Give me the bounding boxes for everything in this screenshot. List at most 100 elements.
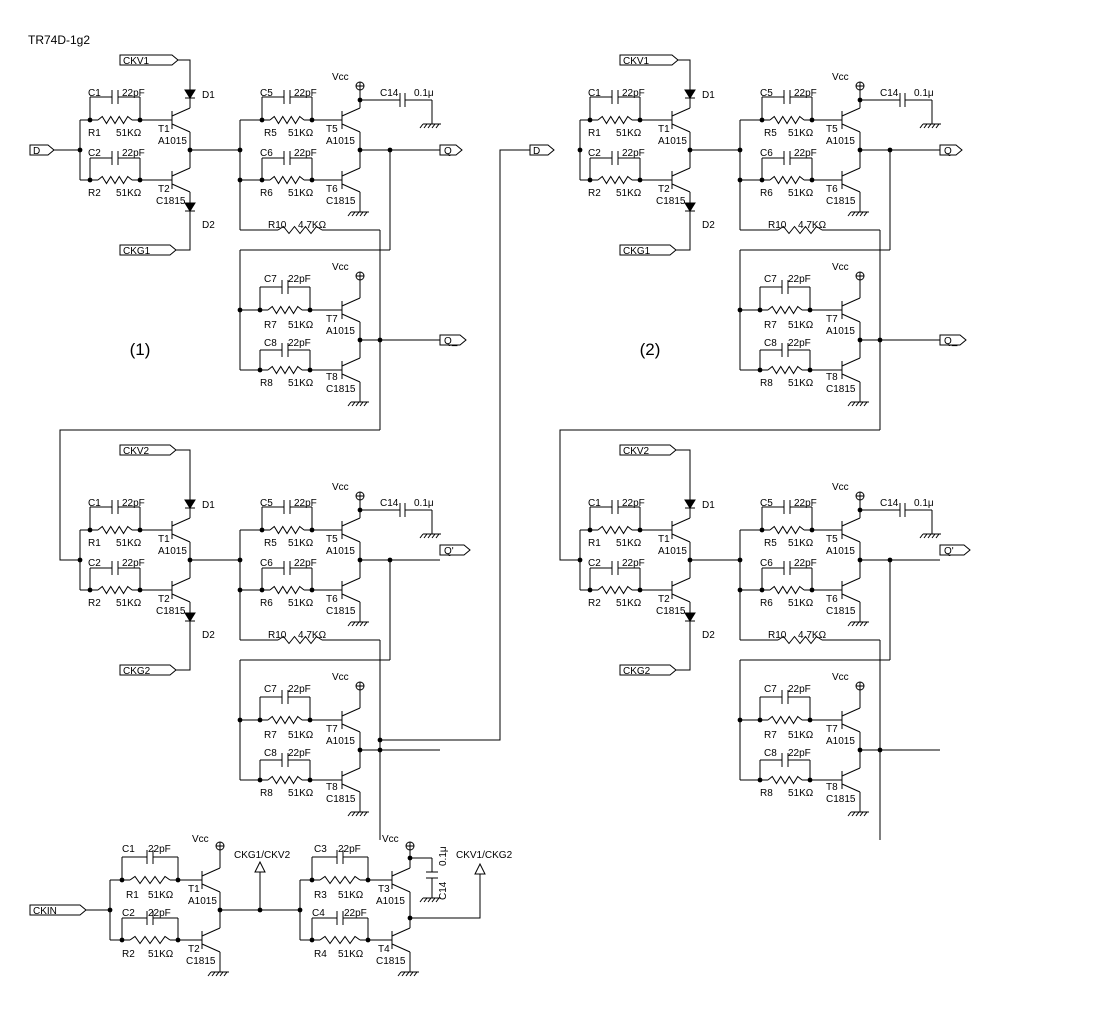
component-label: 51KΩ	[338, 949, 364, 960]
ckv2-port-1-label: CKV2	[123, 446, 150, 457]
component-label: Vcc	[832, 72, 849, 83]
q-prime-output-port-1	[439, 544, 471, 556]
transistor-symbol	[391, 883, 411, 893]
component-label: R8	[760, 378, 773, 389]
ckv1-port-2-label: CKV1	[623, 56, 650, 67]
component-label: 22pF	[294, 498, 317, 509]
resistor-symbol	[597, 115, 633, 125]
ground-symbol	[851, 811, 856, 817]
transistor-symbol	[671, 123, 691, 133]
transistor-symbol	[171, 577, 191, 587]
component-label: C8	[764, 748, 777, 759]
ground-symbol	[405, 971, 410, 977]
resistor-symbol	[319, 875, 361, 885]
ckg1-port-2-label: CKG1	[623, 246, 651, 257]
junction-dot	[759, 527, 765, 533]
component-label: A1015	[326, 736, 355, 747]
transistor-symbol	[171, 533, 191, 543]
resistor-symbol	[769, 175, 805, 185]
transistor-symbol	[671, 593, 691, 603]
component-label: 51KΩ	[148, 890, 174, 901]
ground-symbol	[207, 971, 212, 977]
transistor-symbol	[841, 183, 861, 193]
transistor-symbol	[341, 707, 361, 717]
component-label: C6	[760, 148, 773, 159]
transistor-symbol	[841, 723, 861, 733]
ground-symbol	[919, 123, 924, 129]
component-label: T2	[658, 184, 670, 195]
ground-symbol	[851, 211, 856, 217]
junction-dot	[759, 177, 765, 183]
component-label: 51KΩ	[288, 788, 314, 799]
ckg2-port-2	[619, 664, 677, 676]
transistor-symbol	[341, 313, 361, 323]
transistor-symbol	[841, 767, 861, 777]
ground-symbol	[347, 621, 352, 627]
component-label: C1815	[326, 196, 356, 207]
component-label: C1815	[826, 606, 856, 617]
component-label: C6	[760, 558, 773, 569]
transistor-symbol	[341, 767, 361, 777]
component-label: C8	[264, 338, 277, 349]
resistor-symbol	[767, 715, 803, 725]
junction-dot	[587, 527, 593, 533]
wire	[59, 429, 380, 561]
component-label: R10	[768, 220, 787, 231]
junction-dot	[587, 117, 593, 123]
q-prime-output-port-1-label: Q'	[444, 546, 454, 557]
ground-symbol	[931, 533, 936, 539]
component-label: C1815	[326, 606, 356, 617]
ground-symbol	[363, 401, 368, 407]
component-label: R2	[122, 949, 135, 960]
component-label: Vcc	[332, 482, 349, 493]
component-label: R10	[268, 220, 287, 231]
component-label: R8	[260, 788, 273, 799]
junction-dot	[297, 907, 303, 913]
component-label: C7	[264, 684, 277, 695]
ground-symbol	[863, 621, 868, 627]
component-label: D2	[202, 220, 215, 231]
component-label: D1	[702, 500, 715, 511]
component-label: 22pF	[122, 88, 145, 99]
transistor-symbol	[171, 183, 191, 193]
ground-symbol	[931, 123, 936, 129]
component-label: 51KΩ	[616, 128, 642, 139]
transistor-symbol	[341, 107, 361, 117]
ground-symbol	[435, 897, 440, 903]
component-label: 22pF	[294, 88, 317, 99]
circuit-2-label: (2)	[640, 340, 661, 359]
ground-symbol	[923, 533, 928, 539]
component-label: 51KΩ	[788, 730, 814, 741]
junction-dot	[259, 117, 265, 123]
ground-symbol	[427, 123, 432, 129]
component-label: R7	[764, 320, 777, 331]
transistor-symbol	[841, 107, 861, 117]
component-label: C1815	[656, 606, 686, 617]
component-label: C6	[260, 148, 273, 159]
component-label: A1015	[326, 136, 355, 147]
ground-symbol	[351, 811, 356, 817]
component-label: A1015	[826, 326, 855, 337]
ground-symbol	[351, 621, 356, 627]
component-label: 0.1μ	[414, 88, 434, 99]
junction-dot	[257, 777, 263, 783]
q-bar-output-port	[439, 334, 467, 346]
component-label: C5	[260, 498, 273, 509]
component-label: R1	[88, 128, 101, 139]
diode-symbol	[684, 202, 696, 212]
diode-symbol	[184, 499, 196, 509]
component-label: C2	[588, 148, 601, 159]
wire	[410, 874, 481, 919]
component-label: 22pF	[794, 148, 817, 159]
diode-symbol	[684, 612, 696, 622]
transistor-symbol	[841, 357, 861, 367]
junction-dot	[757, 307, 763, 313]
component-label: C7	[264, 274, 277, 285]
component-label: R8	[760, 788, 773, 799]
component-label: R6	[760, 598, 773, 609]
resistor-symbol	[769, 525, 805, 535]
ckv2-port-2-label: CKV2	[623, 446, 650, 457]
component-label: 22pF	[288, 338, 311, 349]
transistor-symbol	[201, 867, 221, 877]
junction-dot	[87, 587, 93, 593]
